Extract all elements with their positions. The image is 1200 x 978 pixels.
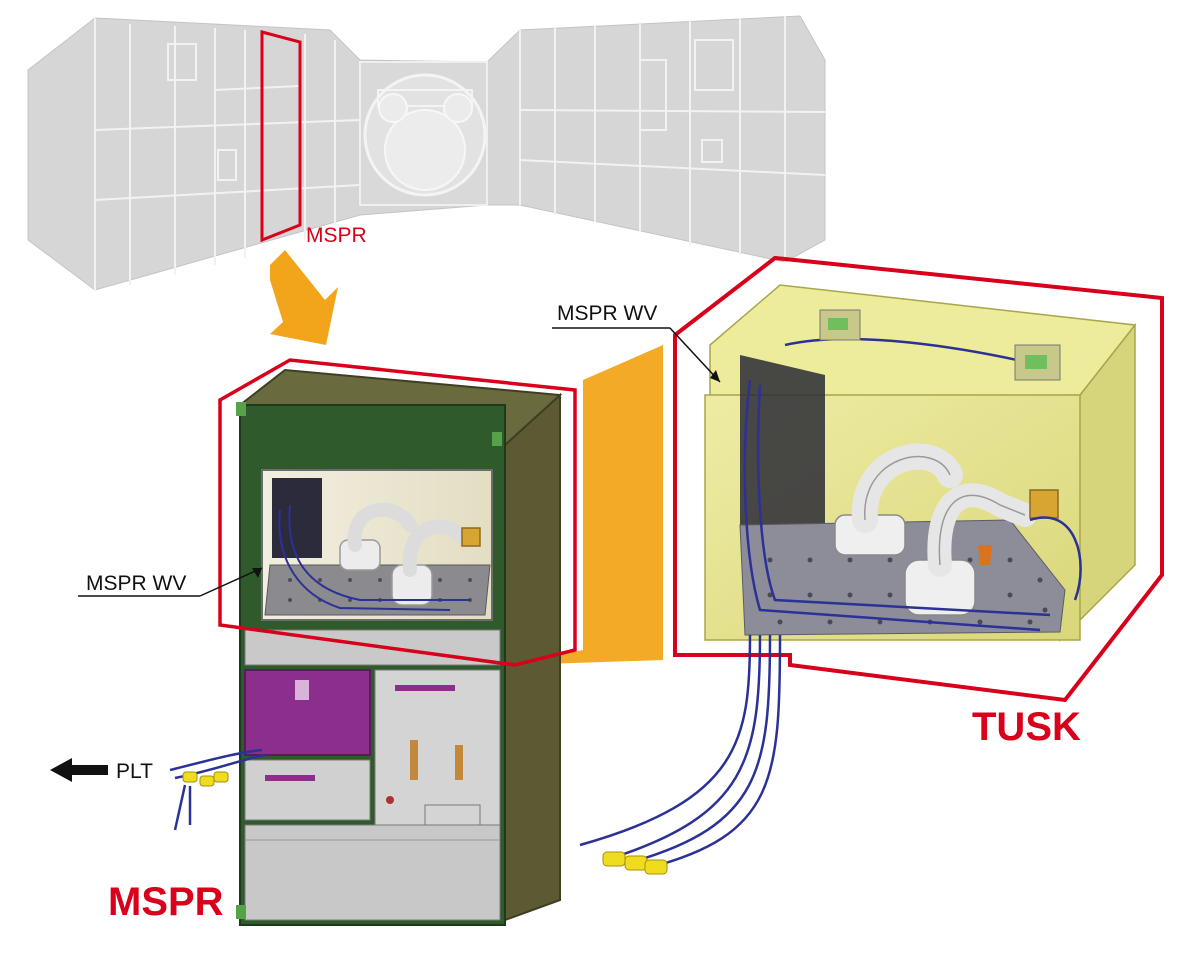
tusk-cable-connectors <box>602 851 668 875</box>
tusk-cables <box>743 337 1082 632</box>
mspr-big-label: MSPR <box>108 880 224 924</box>
zoom-wedge <box>515 345 663 665</box>
rack-wv-highlight <box>218 358 577 667</box>
mspr-wv-leader-left <box>78 567 263 597</box>
plt-label: PLT <box>116 760 153 783</box>
mspr-location-label: MSPR <box>306 224 367 247</box>
plt-connectors <box>182 771 229 787</box>
rack-instrument-panel <box>374 669 501 826</box>
right-wall-panels <box>519 16 826 262</box>
rack-robot-arm <box>339 502 481 606</box>
tusk-highlight <box>673 255 1164 703</box>
module-hatch <box>359 61 488 206</box>
module-interior: MSPR <box>27 15 826 291</box>
down-arrow-icon <box>270 250 338 345</box>
tusk-label: TUSK <box>972 705 1081 749</box>
mspr-rack <box>218 358 577 926</box>
mspr-wv-label-right: MSPR WV <box>557 302 657 325</box>
left-arrow-icon <box>50 758 108 782</box>
mspr-location-highlight <box>260 30 302 243</box>
mspr-wv-leader-right <box>552 327 721 383</box>
tusk-robot-arm <box>834 443 1059 616</box>
tusk-assembly <box>673 255 1164 703</box>
left-wall-panels <box>94 18 361 290</box>
mspr-wv-label-left: MSPR WV <box>86 572 186 595</box>
rack-corner-brackets <box>236 402 502 919</box>
tusk-external-cables <box>579 634 782 870</box>
rack-wv-cables <box>278 504 470 611</box>
rack-wv-floor <box>264 564 491 616</box>
